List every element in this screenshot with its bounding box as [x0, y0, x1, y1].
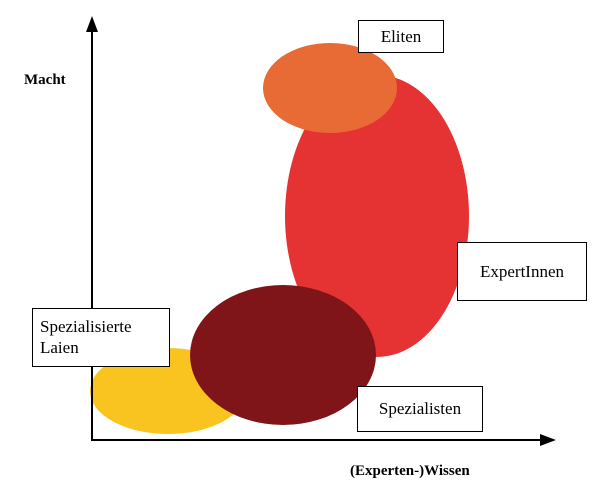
eliten-label: Eliten: [380, 27, 422, 46]
x-axis-label: (Experten-)Wissen: [350, 463, 470, 479]
eliten-label-box: Eliten: [358, 20, 444, 53]
y-axis-label: Macht: [24, 72, 66, 88]
spezialisten-label-box: Spezialisten: [357, 386, 483, 432]
y-axis-arrow-icon: [86, 16, 98, 32]
experten-label: ExpertInnen: [479, 262, 565, 281]
spezialisierte-laien-label-line-1: Spezialisierte: [40, 317, 132, 336]
spezialisierte-laien-label-line-2: Laien: [40, 338, 79, 357]
experten-label-box: ExpertInnen: [457, 242, 587, 301]
eliten-ellipse: [263, 43, 397, 133]
experten-ellipse: [285, 75, 469, 357]
spezialisierte-laien-label-box: Spezialisierte Laien: [32, 308, 170, 367]
x-axis-arrow-icon: [540, 434, 556, 446]
spezialisten-label: Spezialisten: [378, 399, 462, 418]
spezialisten-ellipse: [190, 285, 376, 425]
